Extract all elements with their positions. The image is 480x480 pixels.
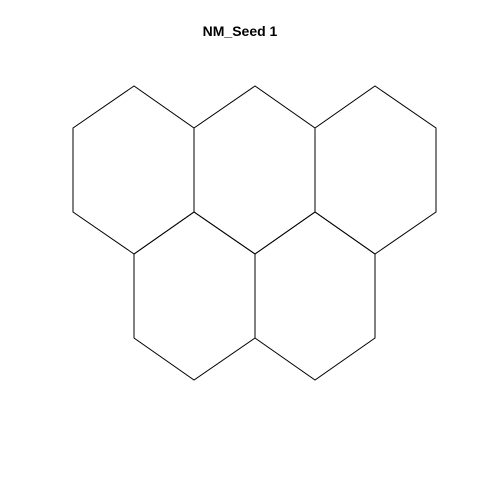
hexagon-cell-5 [254,211,376,381]
plot-title: NM_Seed 1 [202,23,278,39]
hexagon-cell-1 [72,85,195,255]
hexagon-cell-2 [193,85,316,255]
hexagon-cell-3 [314,85,437,255]
hexagon-cell-4 [133,211,256,381]
